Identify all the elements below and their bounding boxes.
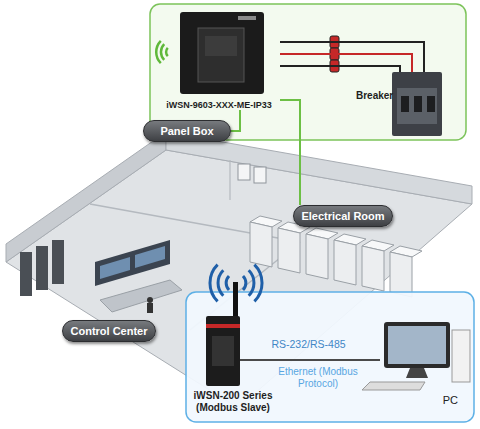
gateway-panel [212,336,234,366]
partition-wall [229,160,230,200]
node-text: iWSN-200 Series (Modbus Slave) [185,390,281,414]
building-wall [166,132,472,204]
panel-box [238,164,250,180]
node-text: PC [443,394,458,406]
video-wall [95,240,170,286]
pc: PC [380,320,472,408]
server-rack [20,252,32,296]
protocol-note: Ethernet (Modbus Protocol) [268,366,368,390]
cabinet [390,252,412,297]
wire [349,42,424,72]
connector-line [281,359,380,361]
pc-tower [452,330,470,382]
breaker-toggle [414,96,422,112]
cabinet [362,246,384,291]
location-tag: Electrical Room [293,205,393,227]
node-text: Panel Box [160,125,213,137]
device-panel [198,28,244,82]
node-text: Breaker [356,90,393,101]
meter-device [180,12,264,94]
keyboard [362,382,425,390]
cabinet [250,222,272,267]
wire [349,54,412,72]
wireless-wave [226,276,229,290]
gateway-device: iWSN-200 Series (Modbus Slave) [185,300,281,414]
screen [135,246,165,268]
server-rack [52,240,64,284]
cabinet [334,240,356,285]
breaker: Breaker [350,40,446,138]
breaker-front [397,88,437,124]
connector-line [280,41,350,43]
panel-box [254,167,266,183]
wireless-wave [156,41,161,63]
gateway-device [206,316,240,386]
screen [100,257,130,279]
connector-line [280,100,300,205]
wireless-wave [254,265,262,302]
breaker-toggle [427,96,435,112]
cabinet [278,228,300,273]
server-rack [36,246,48,290]
meter-device: iWSN-9603-XXX-ME-IP33 [158,10,280,110]
device-window [205,36,237,56]
wireless-wave [218,270,223,295]
connector-line [231,110,240,131]
breaker-body [392,72,442,136]
breaker-toggle [401,96,409,112]
monitor-stand [406,368,428,378]
location-tag: Panel Box [143,120,231,142]
ct-clamp [330,48,339,60]
wireless-wave [166,48,168,56]
connector [280,42,350,66]
device-logo [238,16,256,20]
operator [147,297,153,303]
node-text: iWSN-9603-XXX-ME-IP33 [166,100,272,110]
gateway-stripe [206,324,240,328]
operator [147,303,153,313]
monitor [384,322,450,368]
location-tag: Control Center [62,320,156,342]
connector-line [280,53,350,55]
gateway-group-box [186,292,474,422]
cabinet [306,234,328,279]
ct-clamp [330,60,339,72]
connector-line [280,65,350,67]
wireless-wave [161,44,164,60]
building-wall [6,132,166,262]
antenna [233,282,238,318]
node-text: Control Center [71,325,148,337]
edge-label: RS-232/RS-485 [271,338,345,350]
wireless-wave [249,270,254,295]
connector [280,100,300,205]
ct-clamp [330,36,339,48]
screen [388,326,446,364]
wireless-wave [210,265,218,302]
connector [231,110,240,131]
control-desk [100,280,182,312]
connector [281,360,380,361]
cable [240,359,282,361]
wireless-wave [243,276,246,290]
node-text: Electrical Room [301,210,384,222]
wire [349,66,400,72]
